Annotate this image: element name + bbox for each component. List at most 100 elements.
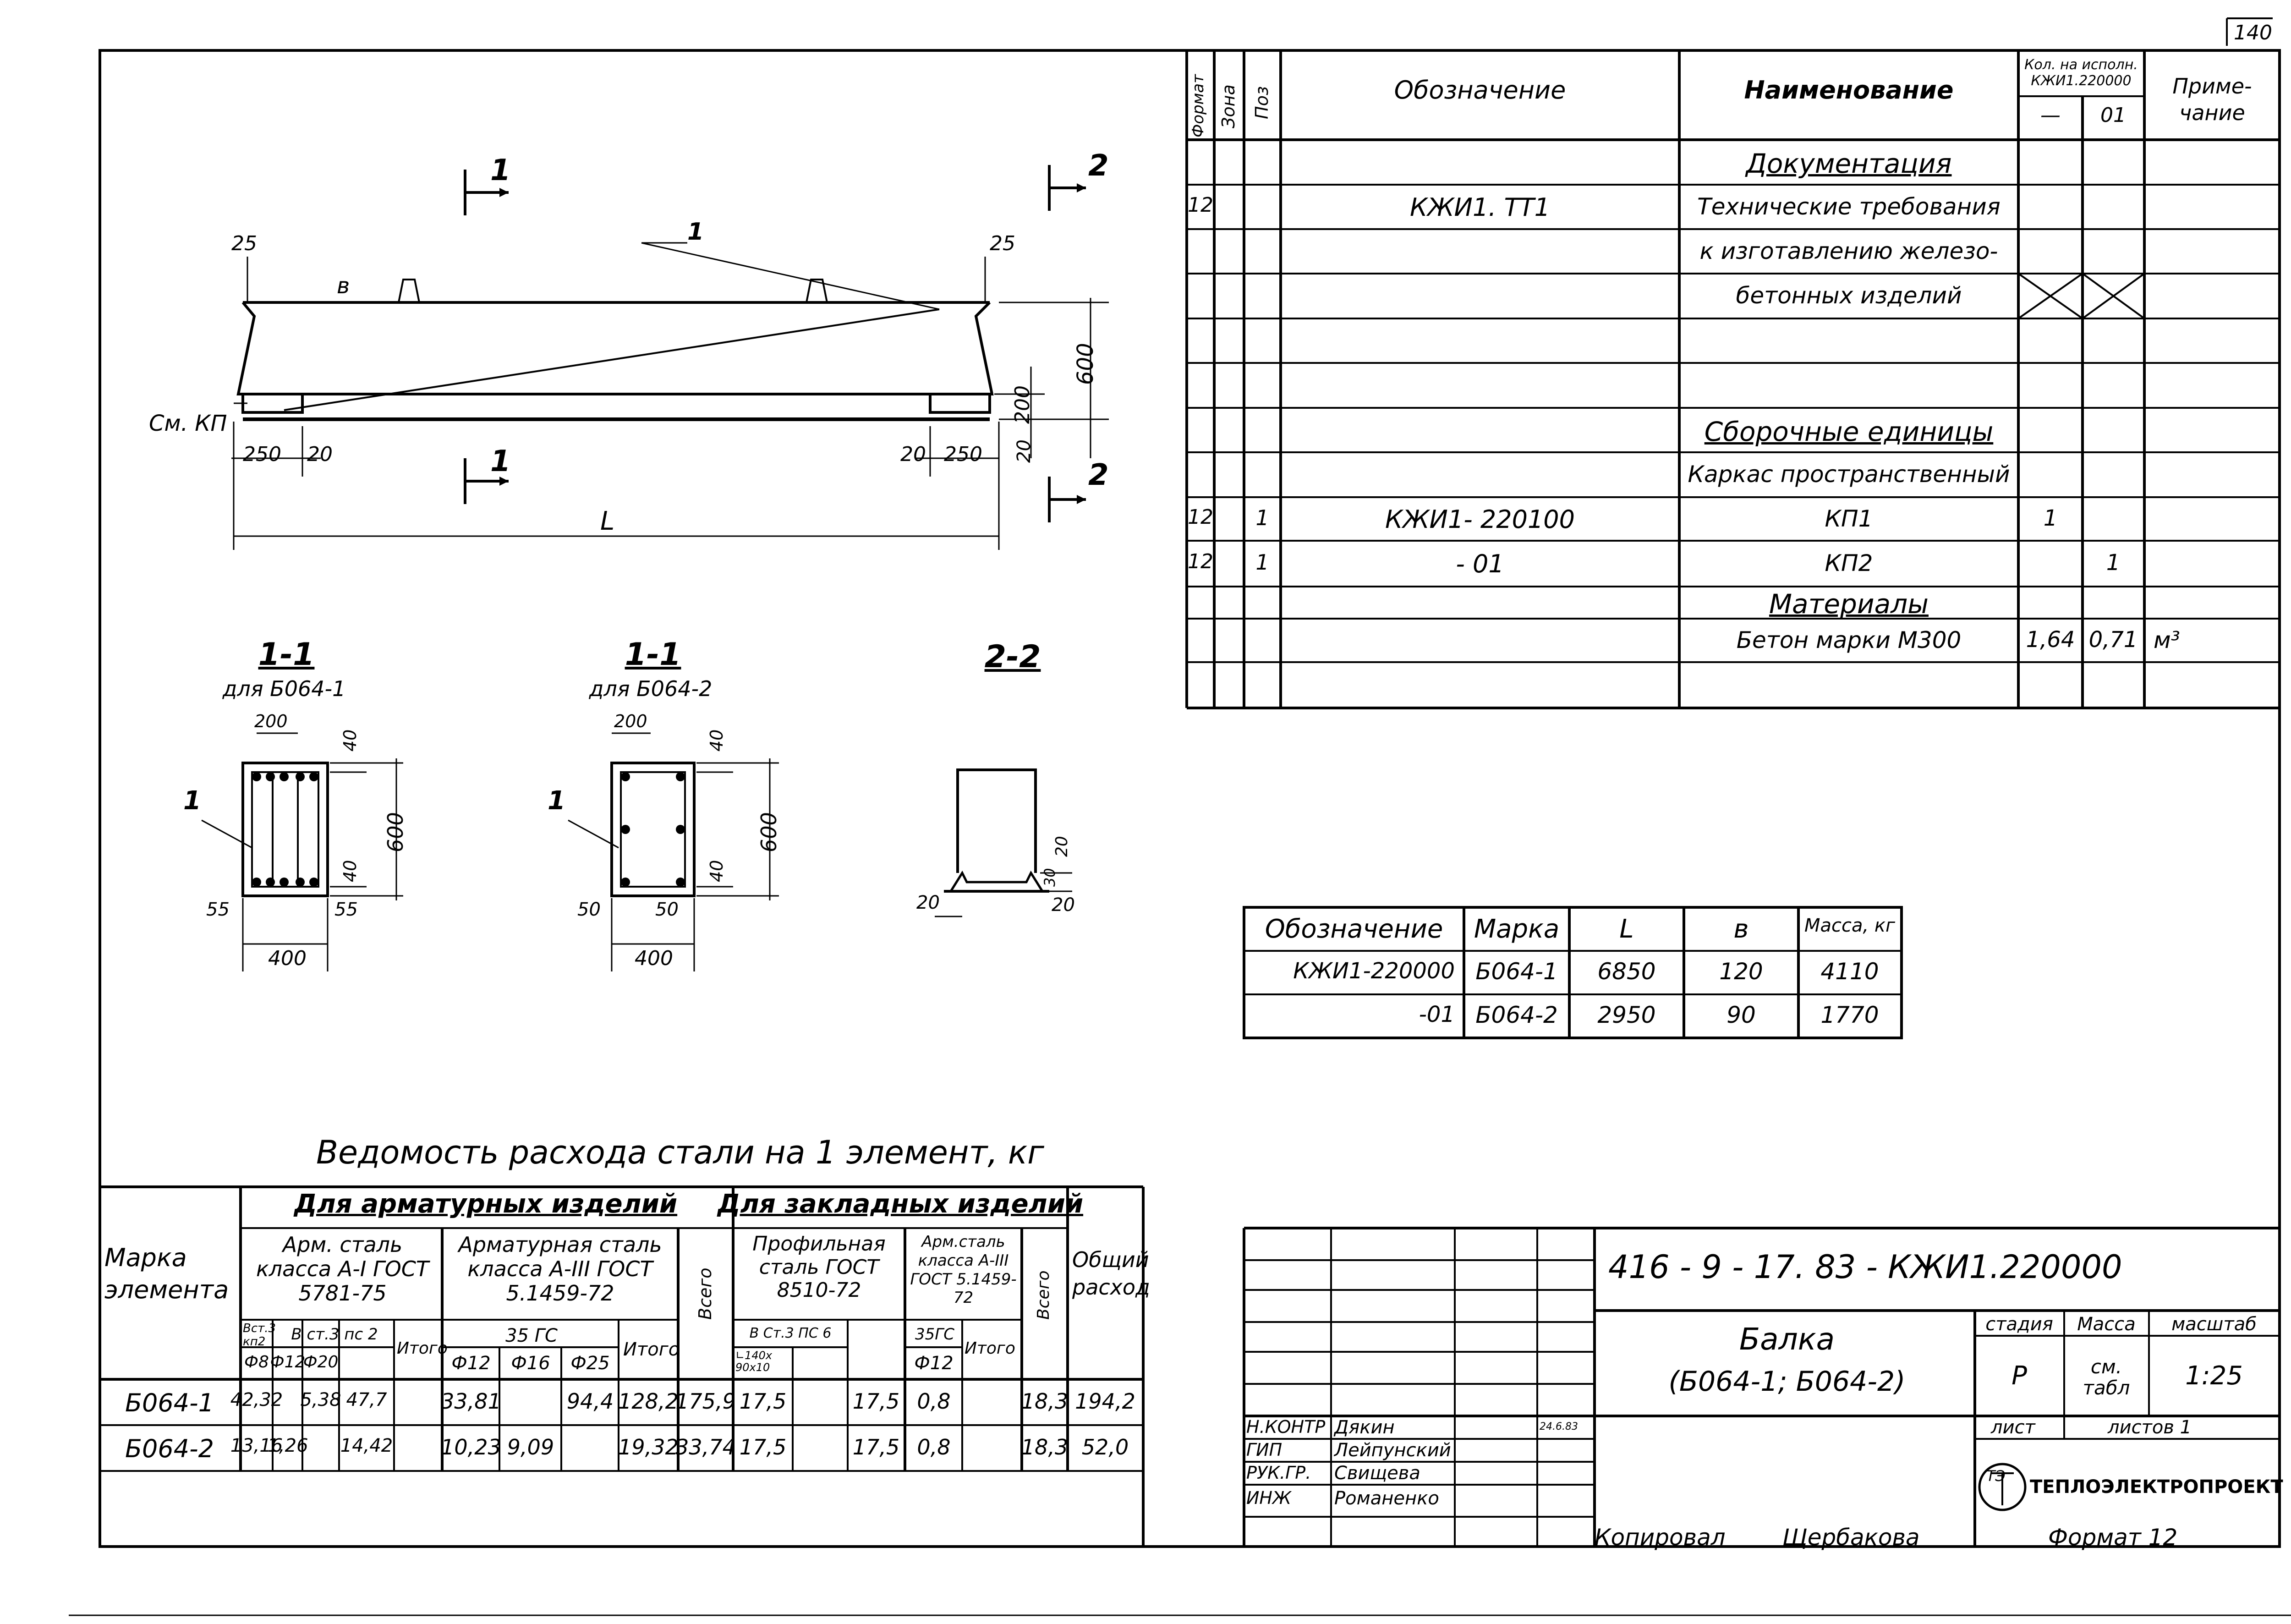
sheet-frame bbox=[99, 49, 2281, 1548]
steel-cell: 33,81 bbox=[441, 1389, 501, 1414]
position-mark: 1 bbox=[687, 218, 704, 246]
tb-sheets: листов 1 bbox=[2108, 1417, 2192, 1438]
steel-table-grid bbox=[100, 1185, 1145, 1547]
marks-cell: Б064-2 bbox=[1475, 1002, 1558, 1028]
s2-cover-top: 40 bbox=[707, 729, 727, 752]
s1-left: 55 bbox=[206, 899, 230, 920]
steel-cell: 18,3 bbox=[1021, 1389, 1069, 1414]
s1-top: 200 bbox=[254, 711, 288, 731]
d-12c: Ф12 bbox=[914, 1353, 954, 1374]
dim-end-left: 25 bbox=[231, 232, 257, 255]
steel-s-vst2: В ст.3 пс 2 bbox=[291, 1325, 378, 1344]
spec-h-format: Формат bbox=[1189, 74, 1207, 137]
spec-row-qty-b: 1 bbox=[2106, 550, 2121, 576]
s2-cover-bottom: 40 bbox=[707, 860, 727, 882]
sig-role: ГИП bbox=[1246, 1440, 1283, 1460]
dim-support-width-left: 250 bbox=[243, 443, 281, 466]
spec-row-name: КП1 bbox=[1825, 505, 1873, 532]
marks-cell: 6850 bbox=[1597, 958, 1656, 985]
dim-gap-right: 20 bbox=[900, 443, 926, 466]
marks-header: Масса, кг bbox=[1804, 915, 1896, 936]
dim-end-right: 25 bbox=[990, 232, 1015, 255]
marks-cell: -01 bbox=[1419, 1002, 1455, 1027]
product-marks: (Б064-1; Б064-2) bbox=[1668, 1366, 1906, 1398]
product-name: Балка bbox=[1739, 1322, 1835, 1357]
s1-right: 55 bbox=[334, 899, 358, 920]
s1-leader: 1 bbox=[183, 786, 201, 816]
s3-d2: 30 bbox=[1041, 868, 1058, 887]
spec-row-format: 12 bbox=[1188, 505, 1213, 529]
sig-name: Лейпунский bbox=[1334, 1440, 1451, 1461]
tb-org: ТЕПЛОЭЛЕКТРОПРОЕКТ bbox=[2030, 1476, 2283, 1498]
dim-height: 600 bbox=[1073, 343, 1098, 385]
spec-h-designation: Обозначение bbox=[1394, 76, 1566, 104]
s2-left: 50 bbox=[577, 899, 601, 920]
steel-cell: 18,3 bbox=[1021, 1435, 1069, 1459]
s3-left: 20 bbox=[916, 892, 940, 913]
steel-cell: 17,5 bbox=[852, 1389, 900, 1414]
steel-row-mark: Б064-2 bbox=[125, 1434, 214, 1463]
sig-role: ИНЖ bbox=[1246, 1488, 1291, 1508]
spec-h-qty-b: 01 bbox=[2100, 104, 2126, 127]
spec-row-designation: КЖИ1- 220100 bbox=[1385, 505, 1575, 534]
steel-cell: 19,32 bbox=[618, 1435, 679, 1459]
tb-scale: 1:25 bbox=[2185, 1361, 2243, 1391]
d-20: Ф20 bbox=[303, 1353, 339, 1372]
d-25: Ф25 bbox=[570, 1353, 610, 1374]
s2-right: 50 bbox=[655, 899, 679, 920]
dim-gap-left: 20 bbox=[307, 443, 333, 466]
steel-row-mark: Б064-1 bbox=[125, 1388, 214, 1417]
steel-s-35gs2: 35ГС bbox=[915, 1325, 954, 1344]
sheet-number: 140 bbox=[2234, 21, 2272, 44]
steel-cell: 42,32 bbox=[230, 1389, 283, 1410]
steel-cell: 10,23 bbox=[441, 1435, 501, 1459]
sig-role: РУК.ГР. bbox=[1246, 1463, 1311, 1483]
steel-h-emb: Для закладных изделий bbox=[717, 1189, 1084, 1219]
steel-cell: 47,7 bbox=[346, 1389, 387, 1410]
section-1-1-a bbox=[201, 732, 403, 971]
marks-table-grid bbox=[1243, 906, 1903, 1039]
d-angle: ∟140х 90х10 bbox=[735, 1349, 773, 1374]
section-1-1-b-title: 1-1 bbox=[625, 636, 681, 673]
s2-leader: 1 bbox=[548, 786, 565, 816]
steel-cell: 128,2 bbox=[618, 1389, 679, 1414]
spec-h-note: Приме- чание bbox=[2172, 74, 2252, 125]
s3-d3: 20 bbox=[1052, 894, 1075, 916]
marks-cell: 1770 bbox=[1820, 1002, 1879, 1028]
steel-cell: 194,2 bbox=[1075, 1389, 1135, 1414]
section-1-1-a-title: 1-1 bbox=[258, 636, 315, 673]
tb-h-mass: Масса bbox=[2077, 1314, 2136, 1335]
steel-h-arm: Для арматурных изделий bbox=[294, 1189, 678, 1219]
spec-h-name: Наименование bbox=[1744, 76, 1954, 104]
sig-name: Романенко bbox=[1334, 1488, 1439, 1509]
tb-logo: ТЭ bbox=[1986, 1467, 2006, 1485]
spec-row-name: к изготавлению железо- bbox=[1699, 237, 1998, 264]
format-label: Формат 12 bbox=[2048, 1524, 2178, 1551]
s3-d1: 20 bbox=[1052, 836, 1071, 857]
spec-row-qty-b: 0,71 bbox=[2088, 626, 2138, 653]
marks-cell: 4110 bbox=[1820, 958, 1879, 985]
spec-h-qty-a: — bbox=[2040, 104, 2061, 127]
spec-h-pos: Поз bbox=[1252, 86, 1272, 119]
section-2-2-title: 2-2 bbox=[984, 639, 1041, 675]
spec-table-grid bbox=[1185, 50, 2280, 709]
spec-row-qty-a: 1 bbox=[2043, 505, 2058, 531]
steel-cell: 9,09 bbox=[507, 1435, 554, 1459]
spec-row-format: 12 bbox=[1188, 550, 1213, 573]
marks-cell: 90 bbox=[1726, 1002, 1756, 1028]
marks-header: Обозначение bbox=[1265, 914, 1443, 944]
marks-cell: 2950 bbox=[1597, 1002, 1656, 1028]
copied-label: Копировал bbox=[1595, 1524, 1726, 1551]
dim-length: L bbox=[600, 506, 615, 536]
spec-row-designation: - 01 bbox=[1456, 549, 1504, 578]
s1-width: 400 bbox=[268, 947, 307, 970]
section-mark-2-bottom: 2 bbox=[1088, 458, 1109, 492]
steel-h-mark: Марка элемента bbox=[104, 1243, 229, 1305]
spec-row-name: Сборочные единицы bbox=[1704, 416, 1994, 447]
steel-s-itogo3: Итого bbox=[965, 1339, 1015, 1358]
steel-cell: 5,38 bbox=[300, 1389, 341, 1410]
beam-elevation bbox=[231, 165, 1109, 550]
tb-stage: Р bbox=[2011, 1361, 2027, 1391]
